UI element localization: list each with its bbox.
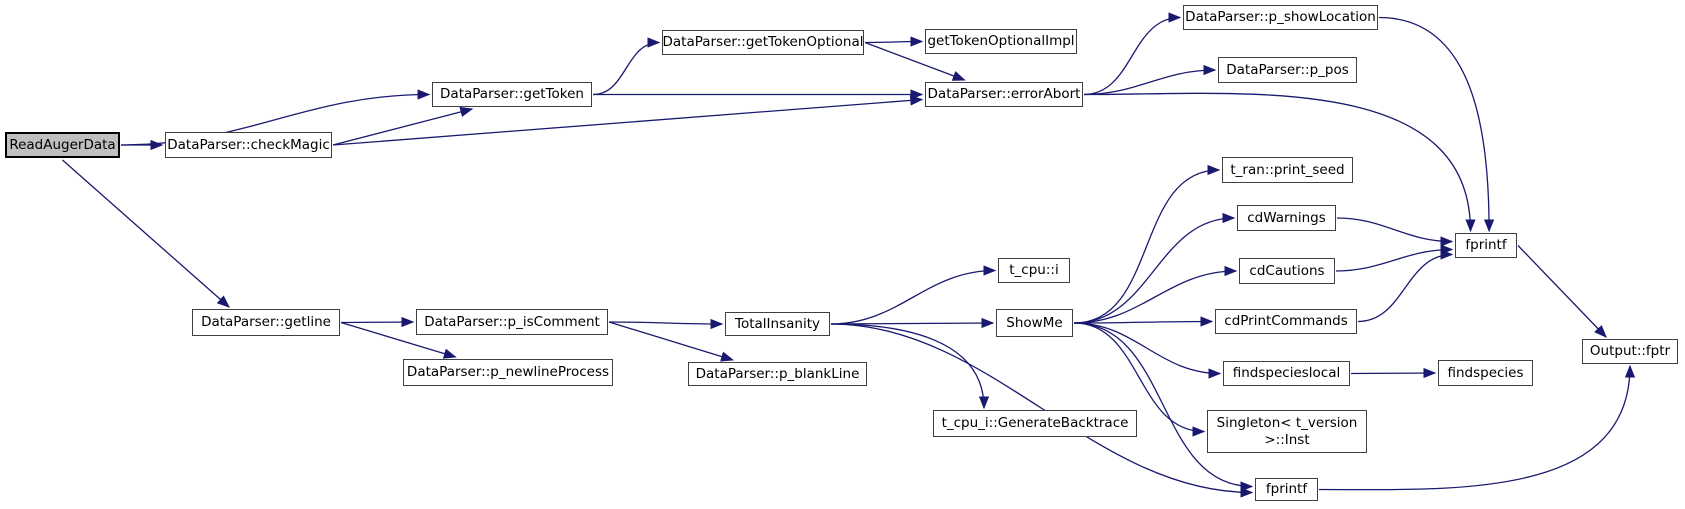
graph-node-p_blank_line[interactable]: DataParser::p_blankLine	[688, 362, 867, 386]
call-edge-show_me-to-singleton_inst	[1073, 322, 1206, 437]
call-edge-findspecieslocal-to-findspecies	[1350, 367, 1437, 379]
call-edge-get_token_optional-to-get_token_optional_impl	[864, 36, 924, 47]
graph-node-print_seed[interactable]: t_ran::print_seed	[1222, 157, 1353, 183]
graph-node-getline[interactable]: DataParser::getline	[192, 309, 340, 336]
call-edge-p_is_comment-to-p_blank_line	[608, 321, 734, 362]
graph-node-singleton_inst[interactable]: Singleton< t_version>::Inst	[1207, 410, 1367, 453]
graph-node-label: DataParser::p_isComment	[424, 313, 600, 330]
call-edge-show_me-to-cd_cautions	[1073, 265, 1238, 324]
graph-node-label: t_cpu::i	[1009, 262, 1059, 279]
graph-node-label: t_ran::print_seed	[1230, 161, 1345, 178]
call-edge-error_abort-to-p_pos	[1083, 64, 1217, 96]
call-edge-show_me-to-print_seed	[1073, 164, 1221, 324]
graph-node-label: TotalInsanity	[735, 315, 820, 332]
graph-node-label: getTokenOptionalImpl	[927, 33, 1075, 50]
graph-node-cd_warnings[interactable]: cdWarnings	[1237, 205, 1336, 231]
call-edge-show_me-to-cd_warnings	[1073, 212, 1236, 324]
call-edge-cd_cautions-to-fprintf_top	[1335, 244, 1454, 272]
graph-node-cd_print_commands[interactable]: cdPrintCommands	[1215, 309, 1357, 334]
graph-node-p_is_comment[interactable]: DataParser::p_isComment	[416, 309, 608, 335]
graph-node-get_token[interactable]: DataParser::getToken	[432, 82, 592, 107]
graph-node-label: DataParser::errorAbort	[927, 86, 1081, 103]
call-edge-get_token_optional-to-error_abort	[864, 41, 966, 81]
graph-node-label: fprintf	[1465, 237, 1507, 254]
graph-node-p_newline_process[interactable]: DataParser::p_newlineProcess	[403, 359, 613, 386]
graph-node-label: Singleton< t_version	[1216, 414, 1358, 431]
graph-node-p_pos[interactable]: DataParser::p_pos	[1218, 57, 1357, 83]
graph-node-label: DataParser::getline	[201, 314, 331, 331]
call-edge-get_token-to-get_token_optional	[592, 37, 661, 96]
call-edge-cd_warnings-to-fprintf_top	[1336, 217, 1454, 247]
graph-node-t_cpu_i[interactable]: t_cpu::i	[998, 258, 1070, 283]
graph-node-fprintf_top[interactable]: fprintf	[1455, 233, 1517, 258]
call-edge-show_me-to-cd_print_commands	[1073, 316, 1214, 327]
graph-node-findspecies[interactable]: findspecies	[1438, 360, 1533, 386]
call-edge-p_show_location-to-fprintf_top	[1378, 16, 1495, 233]
graph-node-get_token_optional_impl[interactable]: getTokenOptionalImpl	[925, 29, 1077, 54]
call-edge-fprintf_top-to-output_fptr	[1517, 245, 1607, 338]
graph-node-generate_backtrace[interactable]: t_cpu_i::GenerateBacktrace	[933, 410, 1137, 437]
graph-node-label: Output::fptr	[1589, 343, 1671, 360]
graph-node-findspecieslocal[interactable]: findspecieslocal	[1223, 361, 1350, 386]
call-edge-total_insanity-to-t_cpu_i	[830, 265, 997, 325]
call-edge-error_abort-to-p_show_location	[1083, 12, 1182, 96]
graph-node-label: findspecies	[1447, 364, 1524, 381]
graph-node-label: DataParser::checkMagic	[167, 136, 330, 153]
graph-node-error_abort[interactable]: DataParser::errorAbort	[925, 82, 1083, 107]
call-edge-total_insanity-to-generate_backtrace	[830, 323, 990, 410]
graph-node-label: >::Inst	[1264, 431, 1310, 448]
graph-node-label: cdCautions	[1249, 262, 1325, 279]
graph-node-check_magic[interactable]: DataParser::checkMagic	[165, 132, 332, 158]
call-edge-cd_print_commands-to-fprintf_top	[1357, 249, 1454, 323]
graph-node-label: cdWarnings	[1247, 209, 1326, 226]
graph-node-label: ReadAugerData	[9, 136, 116, 153]
graph-node-show_me[interactable]: ShowMe	[996, 309, 1073, 337]
graph-node-get_token_optional[interactable]: DataParser::getTokenOptional	[662, 30, 864, 55]
call-edge-total_insanity-to-fprintf_bottom	[830, 323, 1254, 498]
call-edge-getline-to-p_is_comment	[340, 316, 415, 328]
call-edge-check_magic-to-get_token	[332, 106, 474, 146]
call-edge-check_magic-to-error_abort	[332, 95, 924, 146]
call-edge-error_abort-to-fprintf_top	[1083, 92, 1476, 233]
graph-node-cd_cautions[interactable]: cdCautions	[1239, 258, 1335, 284]
call-edge-getline-to-p_newline_process	[340, 321, 457, 359]
graph-node-read_auger_data: ReadAugerData	[5, 132, 120, 158]
graph-node-label: t_cpu_i::GenerateBacktrace	[941, 415, 1129, 432]
graph-node-fprintf_bottom[interactable]: fprintf	[1255, 478, 1318, 501]
graph-node-total_insanity[interactable]: TotalInsanity	[725, 312, 830, 336]
graph-node-label: DataParser::getToken	[440, 86, 584, 103]
graph-node-output_fptr[interactable]: Output::fptr	[1582, 339, 1678, 364]
graph-node-p_show_location[interactable]: DataParser::p_showLocation	[1183, 5, 1378, 30]
graph-node-label: fprintf	[1265, 481, 1308, 498]
call-edge-show_me-to-fprintf_bottom	[1073, 322, 1254, 492]
graph-node-label: DataParser::p_newlineProcess	[406, 364, 610, 381]
graph-node-label: DataParser::getTokenOptional	[662, 34, 864, 51]
call-edge-fprintf_bottom-to-output_fptr	[1318, 364, 1636, 491]
graph-node-label: cdPrintCommands	[1224, 313, 1348, 330]
graph-node-label: DataParser::p_showLocation	[1185, 9, 1376, 26]
graph-node-label: findspecieslocal	[1232, 365, 1341, 382]
graph-node-label: ShowMe	[1006, 314, 1063, 331]
call-edge-p_is_comment-to-total_insanity	[608, 318, 724, 330]
graph-node-label: DataParser::p_blankLine	[695, 365, 860, 382]
call-edge-read_auger_data-to-getline	[62, 159, 230, 308]
graph-node-label: DataParser::p_pos	[1226, 61, 1349, 78]
call-edge-show_me-to-findspecieslocal	[1073, 322, 1222, 379]
